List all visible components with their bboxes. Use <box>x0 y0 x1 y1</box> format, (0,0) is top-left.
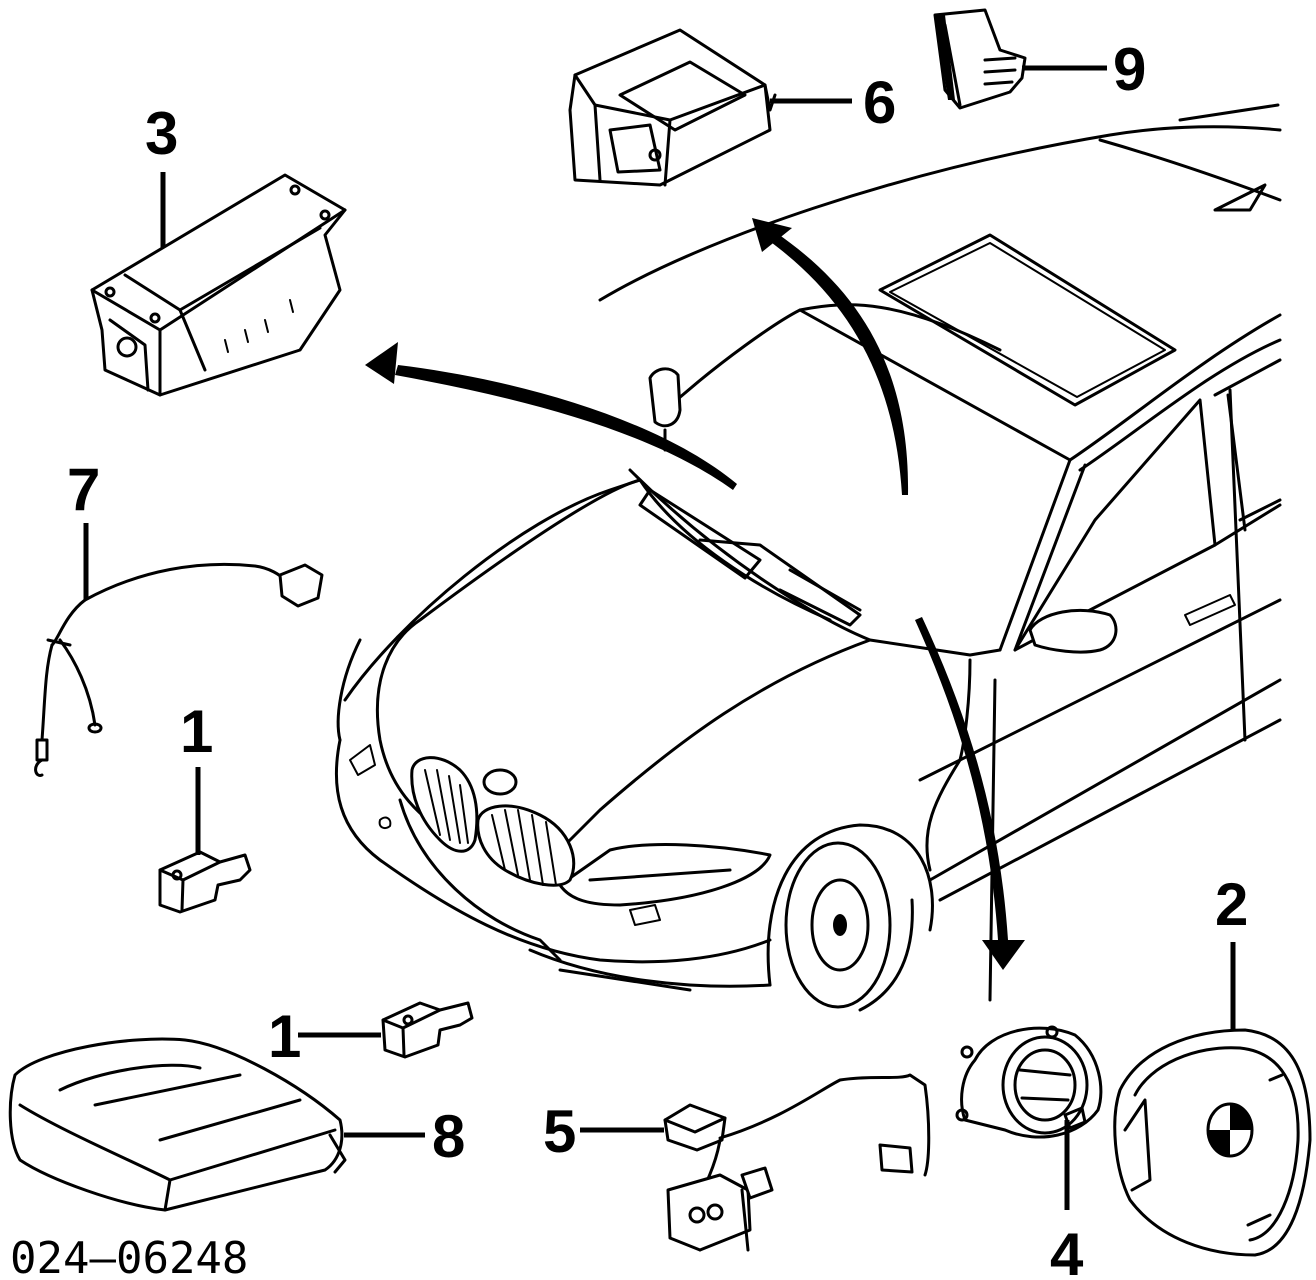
callout-1-upper: 1 <box>180 698 213 765</box>
callout-5: 5 <box>543 1098 576 1165</box>
arrowhead-part-4 <box>982 940 1025 970</box>
callout-4: 4 <box>1050 1221 1084 1280</box>
part-5-harness <box>663 1073 931 1252</box>
part-2-driver-airbag <box>1113 1028 1312 1257</box>
callout-2: 2 <box>1215 871 1248 938</box>
part-7-wiring-harness <box>34 562 324 777</box>
part-8-seat-mat <box>8 1037 347 1212</box>
callout-8: 8 <box>432 1103 465 1170</box>
arrow-to-part-6 <box>768 232 909 495</box>
callout-7: 7 <box>67 456 100 523</box>
car-illustration <box>334 103 1282 1012</box>
callout-9: 9 <box>1113 36 1146 103</box>
part-9-sensor <box>933 8 1027 110</box>
callout-1-lower: 1 <box>268 1003 301 1070</box>
arrowhead-part-6 <box>752 218 792 252</box>
part-4-clock-spring <box>955 1025 1103 1139</box>
arrowhead-part-3 <box>365 342 398 384</box>
callout-6: 6 <box>863 69 896 136</box>
arrow-to-part-4 <box>915 617 1008 940</box>
pointer-arrows <box>365 218 1025 970</box>
part-1-sensor-lower <box>381 1001 474 1059</box>
part-1-sensor-upper <box>158 850 252 914</box>
part-6-control-module <box>568 28 777 187</box>
callout-3: 3 <box>145 100 178 167</box>
reference-code: 024–06248 <box>10 1233 248 1280</box>
arrow-to-part-3 <box>395 365 737 490</box>
part-3-passenger-airbag <box>90 173 347 397</box>
